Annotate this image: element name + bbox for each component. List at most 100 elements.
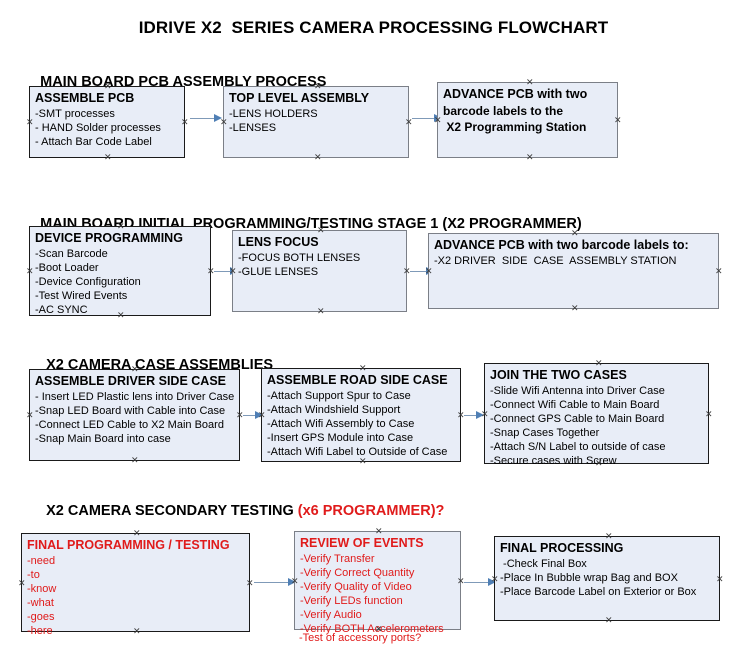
connector-handle-right[interactable] <box>457 412 464 419</box>
node-assemble-driver-side-case[interactable]: ASSEMBLE DRIVER SIDE CASE - Insert LED P… <box>29 369 240 461</box>
connector-handle-right[interactable] <box>705 411 712 418</box>
node-join-the-two-cases[interactable]: JOIN THE TWO CASES -Slide Wifi Antenna i… <box>481 360 712 467</box>
node-line: -LENSES <box>229 122 277 134</box>
connector-handle-left[interactable] <box>26 268 33 275</box>
connector-handle-top[interactable] <box>359 365 366 372</box>
node-line: -Verify Correct Quantity <box>300 567 415 579</box>
node-title: FINAL PROCESSING <box>500 541 624 555</box>
connector-handle-bottom[interactable] <box>571 305 578 312</box>
node-title: LENS FOCUS <box>238 235 319 249</box>
node-final-programming-testing[interactable]: FINAL PROGRAMMING / TESTING -need -to -k… <box>18 533 253 637</box>
node-line: -Connect GPS Cable to Main Board <box>490 413 665 425</box>
connector-handle-right[interactable] <box>457 578 464 585</box>
connector-handle-right[interactable] <box>403 268 410 275</box>
page-title: IDRIVE X2 SERIES CAMERA PROCESSING FLOWC… <box>138 18 609 37</box>
node-line: -AC SYNC <box>35 304 88 316</box>
node-advance-pcb-programming-station[interactable]: ADVANCE PCB with two barcode labels to t… <box>437 82 618 158</box>
node-line: -SMT processes <box>35 108 115 120</box>
node-device-programming[interactable]: DEVICE PROGRAMMING -Scan Barcode -Boot L… <box>29 226 211 316</box>
node-title: JOIN THE TWO CASES <box>490 368 627 382</box>
connector-handle-left[interactable] <box>26 412 33 419</box>
connector-handle-right[interactable] <box>716 576 723 583</box>
section-heading-4-accent: (x6 PROGRAMMER)? <box>297 503 445 519</box>
connector-handle-left[interactable] <box>425 268 432 275</box>
connector-handle-top[interactable] <box>526 79 533 86</box>
connector-handle-bottom[interactable] <box>104 154 111 161</box>
node-line: -X2 DRIVER SIDE CASE ASSEMBLY STATION <box>434 255 677 267</box>
node-review-of-events[interactable]: REVIEW OF EVENTS -Verify Transfer -Verif… <box>291 531 464 635</box>
node-line: -goes <box>27 611 55 623</box>
node-advance-pcb-driver-side[interactable]: ADVANCE PCB with two barcode labels to: … <box>428 233 719 309</box>
connector-handle-bottom[interactable] <box>314 154 321 161</box>
node-lens-focus[interactable]: LENS FOCUS -FOCUS BOTH LENSES -GLUE LENS… <box>232 230 407 312</box>
node-line: -Insert GPS Module into Case <box>267 432 414 444</box>
node-title: TOP LEVEL ASSEMBLY <box>229 91 370 105</box>
connector-handle-left[interactable] <box>434 117 441 124</box>
arrow-4b <box>464 578 496 587</box>
connector-handle-right[interactable] <box>715 268 722 275</box>
connector-handle-bottom[interactable] <box>605 617 612 624</box>
node-line: -Verify LEDs function <box>300 595 403 607</box>
node-line: -Verify Audio <box>300 609 362 621</box>
node-line: -LENS HOLDERS <box>229 108 318 120</box>
node-line: barcode labels to the <box>443 104 564 118</box>
connector-handle-top[interactable] <box>595 360 602 367</box>
node-line: -Verify BOTH Accelerometers <box>300 623 444 635</box>
node-line: -need <box>27 555 56 567</box>
node-title: ADVANCE PCB with two <box>443 87 588 101</box>
connector-handle-left[interactable] <box>291 578 298 585</box>
node-line: -here <box>27 625 53 637</box>
node-title: ASSEMBLE PCB <box>35 91 135 105</box>
node-line: -Test Wired Events <box>35 290 128 302</box>
node-line: -what <box>27 597 54 609</box>
node-line: - Insert LED Plastic lens into Driver Ca… <box>35 391 235 403</box>
connector-handle-bottom[interactable] <box>359 458 366 465</box>
node-title: FINAL PROGRAMMING / TESTING <box>27 538 230 552</box>
connector-handle-bottom[interactable] <box>526 154 533 161</box>
node-line: -Connect Wifi Cable to Main Board <box>490 399 660 411</box>
connector-handle-left[interactable] <box>220 119 227 126</box>
connector-handle-left[interactable] <box>481 411 488 418</box>
node-line: -Verify Transfer <box>300 553 375 565</box>
connector-handle-left[interactable] <box>491 576 498 583</box>
connector-handle-right[interactable] <box>246 580 253 587</box>
node-line: -Place In Bubble wrap Bag and BOX <box>500 572 678 584</box>
node-line: -Place Barcode Label on Exterior or Box <box>500 586 697 598</box>
connector-handle-right[interactable] <box>236 412 243 419</box>
node-line: -GLUE LENSES <box>238 266 319 278</box>
node-assemble-pcb[interactable]: ASSEMBLE PCB -SMT processes - HAND Solde… <box>29 86 185 158</box>
node-line: - HAND Solder processes <box>35 122 161 134</box>
node-line: -Attach S/N Label to outside of case <box>490 441 666 453</box>
node-top-level-assembly[interactable]: TOP LEVEL ASSEMBLY -LENS HOLDERS -LENSES <box>223 86 409 158</box>
node-title: ASSEMBLE DRIVER SIDE CASE <box>35 374 227 388</box>
section-heading-4-text: X2 CAMERA SECONDARY TESTING <box>46 503 298 519</box>
connector-handle-top[interactable] <box>605 533 612 540</box>
node-line: -Boot Loader <box>35 262 99 274</box>
connector-handle-right[interactable] <box>614 117 621 124</box>
arrow-3a <box>243 411 263 420</box>
node-assemble-road-side-case[interactable]: ASSEMBLE ROAD SIDE CASE -Attach Support … <box>261 368 461 462</box>
connector-handle-left[interactable] <box>258 412 265 419</box>
connector-handle-bottom[interactable] <box>131 457 138 464</box>
connector-handle-right[interactable] <box>207 268 214 275</box>
connector-handle-left[interactable] <box>229 268 236 275</box>
node-overflow-line: -Test of accessory ports? <box>299 632 422 644</box>
connector-handle-right[interactable] <box>405 119 412 126</box>
node-final-processing[interactable]: FINAL PROCESSING -Check Final Box -Place… <box>494 536 720 621</box>
node-line: - Attach Bar Code Label <box>35 136 152 148</box>
node-line: -know <box>27 583 57 595</box>
node-title: ASSEMBLE ROAD SIDE CASE <box>267 373 448 387</box>
node-line: X2 Programming Station <box>443 120 587 134</box>
connector-handle-left[interactable] <box>26 119 33 126</box>
node-line: -Secure cases with Screw <box>490 455 617 467</box>
node-line: -Verify Quality of Video <box>300 581 412 593</box>
node-title: ADVANCE PCB with two barcode labels to: <box>434 238 689 252</box>
connector-handle-bottom[interactable] <box>317 308 324 315</box>
node-line: -Attach Support Spur to Case <box>267 390 411 402</box>
connector-handle-right[interactable] <box>181 119 188 126</box>
connector-handle-left[interactable] <box>18 580 25 587</box>
node-line: -to <box>27 569 40 581</box>
node-line: -Scan Barcode <box>35 248 108 260</box>
arrow-3b <box>464 411 484 420</box>
